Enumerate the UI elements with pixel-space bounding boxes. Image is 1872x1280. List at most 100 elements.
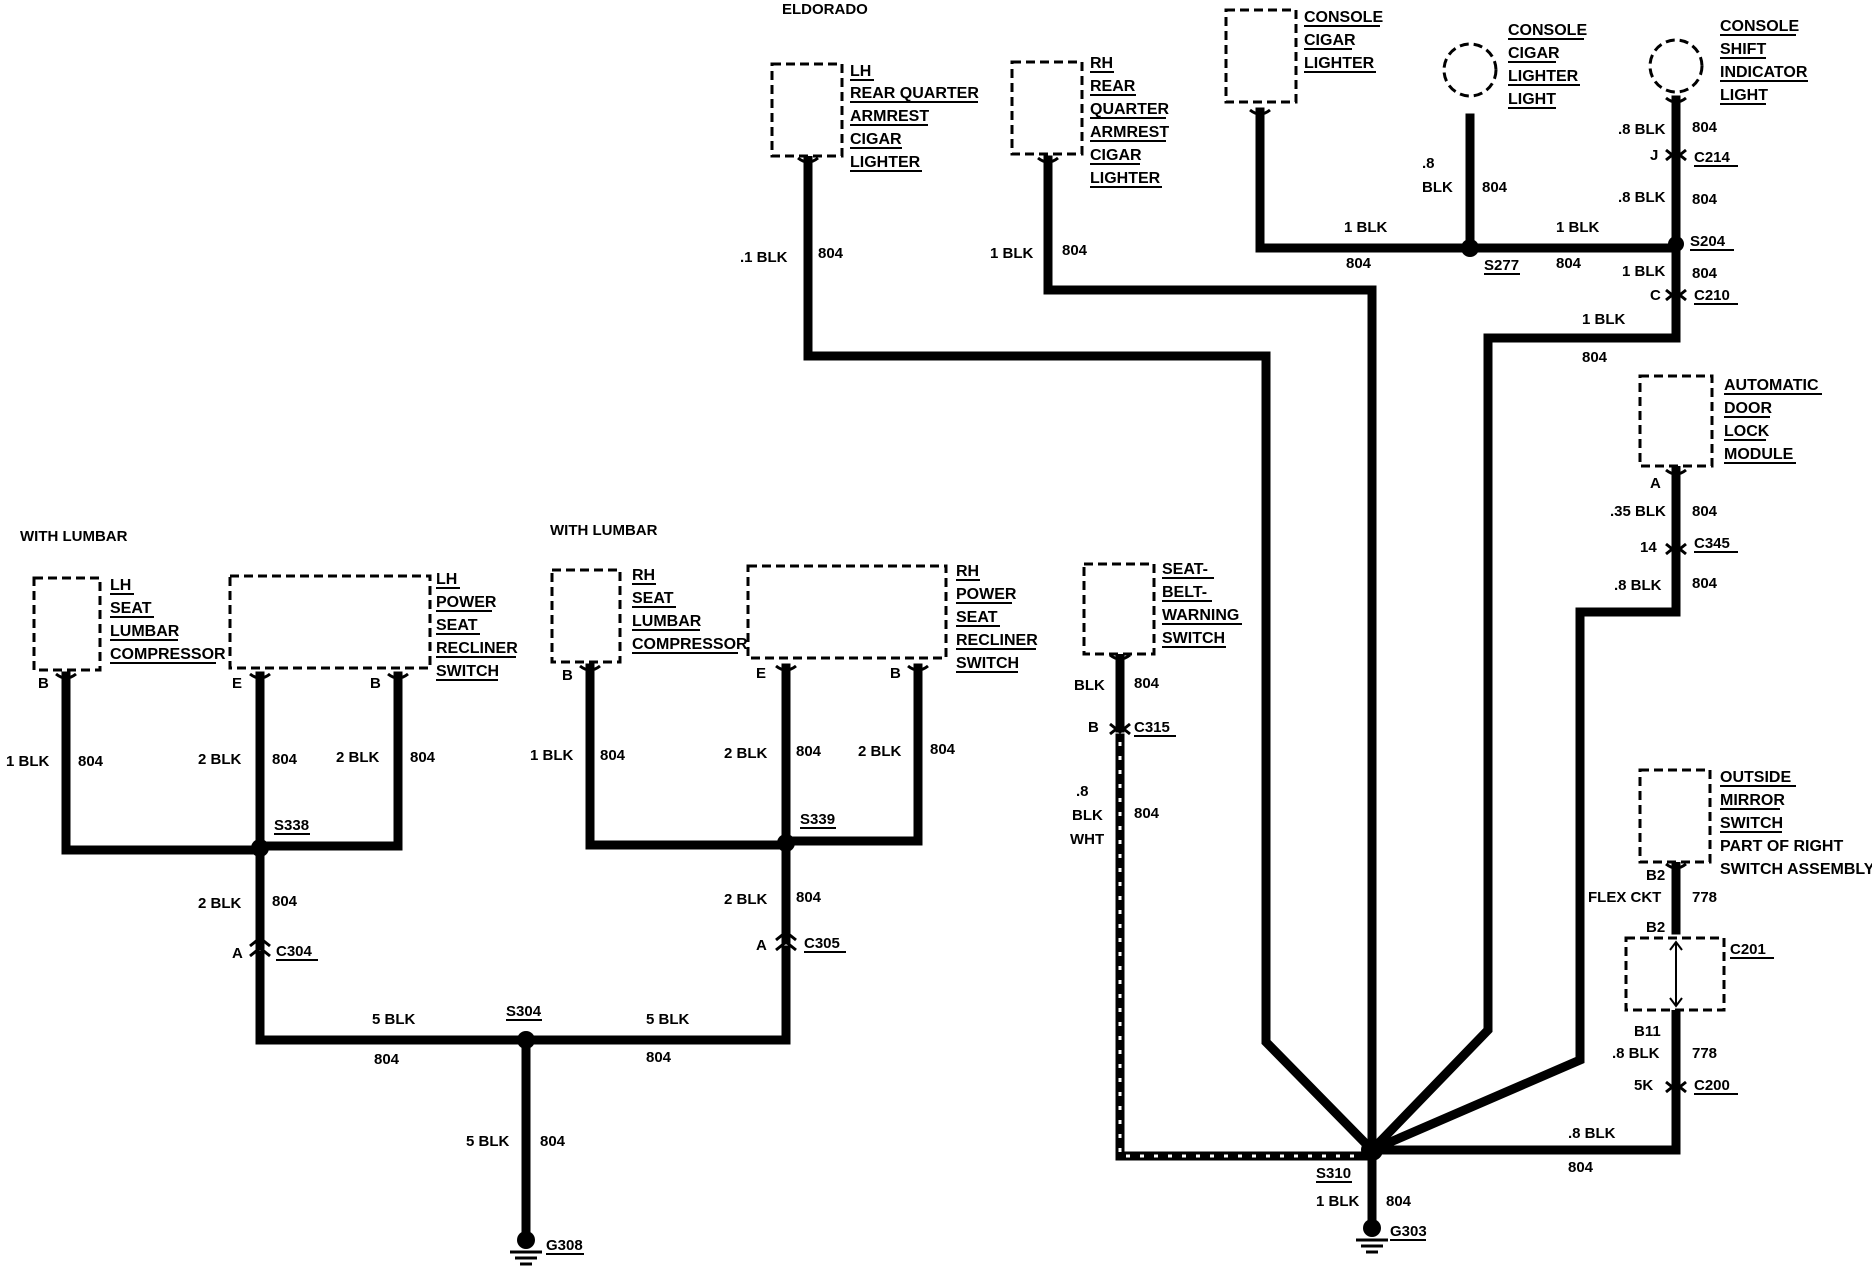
wire-label: 2 BLK	[724, 891, 768, 908]
pin-label: E	[756, 665, 766, 682]
connector-c305-symbol	[775, 930, 797, 952]
component-label: AUTOMATIC	[1724, 377, 1819, 394]
splice-s304	[517, 1031, 535, 1049]
lh-recliner-box	[228, 574, 432, 670]
label-console-shift-light: CONSOLE SHIFT INDICATOR LIGHT	[1720, 18, 1808, 105]
component-label: LH	[436, 571, 457, 588]
pin-label: B	[562, 667, 573, 684]
ground-g308-symbol	[510, 1231, 542, 1266]
wire-label: 1 BLK	[530, 747, 574, 764]
connector-c315-label: C315	[1134, 719, 1170, 736]
wire-label: 804	[78, 753, 104, 770]
wire-lh-bus	[255, 945, 791, 1045]
component-label: COMPRESSOR	[632, 636, 748, 653]
component-label: SEAT	[436, 617, 478, 634]
wire-label: 1 BLK	[1316, 1193, 1360, 1210]
component-label: SWITCH	[1162, 630, 1225, 647]
pin-label: J	[1650, 147, 1658, 164]
component-label: SEAT	[956, 609, 998, 626]
wire-lh-lumbar	[61, 671, 265, 855]
wire-label: 804	[272, 751, 298, 768]
component-label: CONSOLE	[1508, 22, 1587, 39]
component-label: COMPRESSOR	[110, 646, 226, 663]
component-label: SWITCH	[956, 655, 1019, 672]
wire-console-lighter	[1255, 107, 1681, 253]
wire-label: 778	[1692, 1045, 1717, 1062]
label-rh-recliner: RH POWER SEAT RECLINER SWITCH	[956, 563, 1038, 673]
component-label: INDICATOR	[1720, 64, 1808, 81]
pin-labels: J C A 14 B2 B2 B11 5K B B E B B E B A A	[38, 147, 1665, 1094]
wire-label: 1 BLK	[1556, 219, 1600, 236]
component-label: LIGHTER	[1304, 55, 1375, 72]
pin-label: B2	[1646, 919, 1665, 936]
connector-c345-label: C345	[1694, 535, 1730, 552]
rh-rear-lighter-box	[1010, 60, 1084, 156]
wire-label: 804	[410, 749, 436, 766]
connector-c304-label: C304	[276, 943, 313, 960]
wire-label: 804	[1346, 255, 1372, 272]
splice-s277-label: S277	[1484, 257, 1519, 274]
component-label: WARNING	[1162, 607, 1239, 624]
wire-label: 2 BLK	[198, 895, 242, 912]
seatbelt-switch-box	[1082, 562, 1156, 656]
wire-label: 1 BLK	[6, 753, 50, 770]
pin-label: C	[1650, 287, 1661, 304]
wire-labels: .1 BLK 804 1 BLK 804 .8 BLK 804 1 BLK 80…	[6, 119, 1718, 1210]
connector-labels: C214 C210 C345 C201 C200 C315 C304 C305	[276, 149, 1774, 1095]
component-label: RECLINER	[956, 632, 1038, 649]
wire-rh-rear-lighter	[1043, 155, 1377, 1155]
model-title: ELDORADO	[782, 1, 868, 18]
wire-label: 804	[796, 889, 822, 906]
component-label: LUMBAR	[110, 623, 180, 640]
wire-label: 804	[818, 245, 844, 262]
wire-label: 804	[600, 747, 626, 764]
splice-s338-label: S338	[274, 817, 309, 834]
splice-s339-label: S339	[800, 811, 835, 828]
connector-c210-label: C210	[1694, 287, 1730, 304]
wire-label: 804	[1692, 119, 1718, 136]
splice-s338	[251, 839, 269, 857]
component-label: CONSOLE	[1304, 9, 1383, 26]
component-label: LUMBAR	[632, 613, 702, 630]
wires	[61, 95, 1681, 1241]
wire-label: 778	[1692, 889, 1717, 906]
wire-label: 804	[1134, 675, 1160, 692]
wire-label: .8 BLK	[1618, 121, 1666, 138]
with-lumbar-right: WITH LUMBAR	[550, 522, 658, 539]
label-lh-rear-lighter: LH REAR QUARTER ARMREST CIGAR LIGHTER	[850, 63, 979, 172]
splice-s339	[777, 834, 795, 852]
component-label: POWER	[436, 594, 497, 611]
lh-rear-lighter-box	[770, 62, 844, 158]
component-label: POWER	[956, 586, 1017, 603]
component-label: LIGHT	[1720, 87, 1768, 104]
component-boxes	[32, 8, 1726, 1012]
wire-label: .35 BLK	[1610, 503, 1666, 520]
component-label: CIGAR	[1508, 45, 1560, 62]
wire-label: 2 BLK	[858, 743, 902, 760]
wire-label: 804	[1692, 191, 1718, 208]
splice-s310-label: S310	[1316, 1165, 1351, 1182]
wire-label: 2 BLK	[336, 749, 380, 766]
label-lh-lumbar: LH SEAT LUMBAR COMPRESSOR	[110, 577, 226, 664]
wire-label: 804	[930, 741, 956, 758]
ground-symbols	[510, 1219, 1388, 1266]
wire-label: 5 BLK	[372, 1011, 416, 1028]
component-label: SHIFT	[1720, 41, 1766, 58]
component-label: LIGHTER	[1090, 170, 1161, 187]
console-lighter-box	[1224, 8, 1298, 104]
wire-label: .8 BLK	[1568, 1125, 1616, 1142]
wire-label: 5 BLK	[646, 1011, 690, 1028]
wire-label: 1 BLK	[1344, 219, 1388, 236]
wire-label: .8	[1076, 783, 1089, 800]
wire-mirror-run	[1367, 1007, 1681, 1155]
wire-label: BLK	[1072, 807, 1103, 824]
outside-mirror-box	[1638, 768, 1712, 864]
wire-label: 804	[540, 1133, 566, 1150]
wire-lh-rear-lighter	[803, 155, 1379, 1157]
component-label: SWITCH	[1720, 815, 1783, 832]
component-label: LIGHTER	[850, 154, 921, 171]
connector-symbols	[55, 96, 1687, 1094]
label-lh-recliner: LH POWER SEAT RECLINER SWITCH	[436, 571, 518, 681]
connector-c214-symbol	[1665, 148, 1687, 162]
label-outside-mirror: OUTSIDE MIRROR SWITCH PART OF RIGHT SWIT…	[1720, 769, 1872, 878]
